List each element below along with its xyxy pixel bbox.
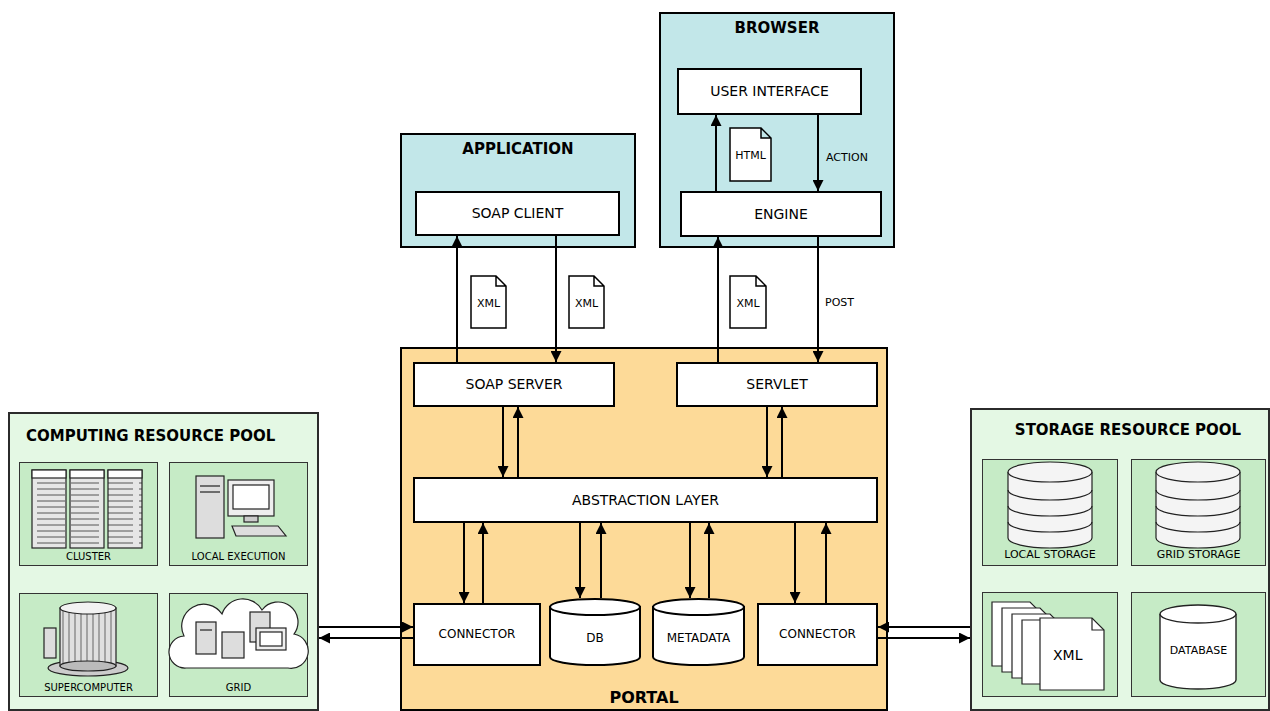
document-icon: HTML <box>729 127 772 182</box>
node-label: CONNECTOR <box>779 628 856 642</box>
flow-arrow <box>482 523 484 603</box>
edge-label: POST <box>823 296 856 309</box>
flow-arrow <box>825 523 827 603</box>
grid-storage-icon <box>1156 462 1240 548</box>
node-label: CLUSTER <box>66 551 111 563</box>
flow-arrow <box>600 523 602 598</box>
node-label: SUPERCOMPUTER <box>44 682 133 694</box>
xml-document-stack <box>992 602 1104 690</box>
flow-arrow <box>708 523 710 598</box>
database-icon <box>1160 605 1236 689</box>
flow-arrow <box>456 236 458 362</box>
flow-arrow <box>781 407 783 477</box>
flow-arrow <box>817 115 819 191</box>
node-label: SOAP SERVER <box>466 376 563 392</box>
process-box: SOAP CLIENT <box>415 191 620 236</box>
flow-arrow <box>689 523 691 598</box>
flow-arrow <box>878 637 970 639</box>
flow-arrow <box>555 236 557 362</box>
node-label: GRID STORAGE <box>1157 549 1241 562</box>
node-label: ENGINE <box>754 206 808 222</box>
process-box: ENGINE <box>680 191 882 237</box>
application-panel: APPLICATION SOAP CLIENT <box>400 133 636 248</box>
document-icon: XML <box>470 275 507 329</box>
node-label: METADATA <box>667 632 730 646</box>
flow-arrow <box>579 523 581 598</box>
node-label: USER INTERFACE <box>710 83 829 99</box>
edge-label: ACTION <box>824 151 870 164</box>
process-box: CONNECTOR <box>757 603 878 666</box>
panel-title: PORTAL <box>609 689 678 707</box>
edge-label-holder: ACTION <box>824 146 870 165</box>
document-icon: XML <box>729 275 767 329</box>
node-label: ABSTRACTION LAYER <box>572 492 719 508</box>
node-label: LOCAL STORAGE <box>1004 549 1096 562</box>
process-box: CONNECTOR <box>413 603 541 666</box>
local-storage-icon <box>1008 462 1092 548</box>
node-label: XML <box>477 298 500 311</box>
node-label: CONNECTOR <box>439 628 516 642</box>
flow-arrow <box>463 523 465 603</box>
local-execution-icon <box>196 476 286 538</box>
process-box: SERVLET <box>676 362 878 407</box>
flow-arrow <box>817 237 819 362</box>
flow-arrow <box>517 407 519 477</box>
node-label: SERVLET <box>746 376 807 392</box>
grid-icon <box>169 599 308 668</box>
flow-arrow <box>794 523 796 603</box>
node-label: DATABASE <box>1170 645 1227 658</box>
flow-arrow <box>319 637 413 639</box>
edge-label-holder: POST <box>823 291 856 310</box>
node-label: XML <box>575 298 598 311</box>
portal-panel: PORTAL SOAP SERVER SERVLET ABSTRACTION LAYE… <box>400 347 888 711</box>
panel-title: STORAGE RESOURCE POOL <box>1015 422 1241 439</box>
supercomputer-icon <box>44 602 128 676</box>
cluster-icon <box>32 470 142 548</box>
process-box: USER INTERFACE <box>677 68 862 115</box>
flow-arrow <box>715 115 717 191</box>
node-label: SOAP CLIENT <box>472 205 564 221</box>
node-label: XML <box>1053 647 1082 663</box>
node-label: DB <box>586 632 603 646</box>
node-label: LOCAL EXECUTION <box>192 551 286 563</box>
flow-arrow <box>502 407 504 477</box>
process-box: ABSTRACTION LAYER <box>413 477 878 523</box>
panel-title: APPLICATION <box>462 141 573 158</box>
node-label: GRID <box>226 682 251 694</box>
panel-title: BROWSER <box>735 20 820 37</box>
browser-panel: BROWSER USER INTERFACE ENGINE HTML <box>659 12 895 248</box>
node-label: XML <box>736 298 759 311</box>
process-box: SOAP SERVER <box>413 362 615 407</box>
database-cylinder: DB <box>549 598 641 666</box>
flow-arrow <box>878 626 970 628</box>
document-icon: XML <box>568 275 605 329</box>
panel-title: COMPUTING RESOURCE POOL <box>26 428 275 445</box>
flow-arrow <box>766 407 768 477</box>
database-cylinder: METADATA <box>652 598 745 666</box>
flow-arrow <box>319 626 413 628</box>
node-label: HTML <box>735 150 766 163</box>
flow-arrow <box>717 237 719 362</box>
